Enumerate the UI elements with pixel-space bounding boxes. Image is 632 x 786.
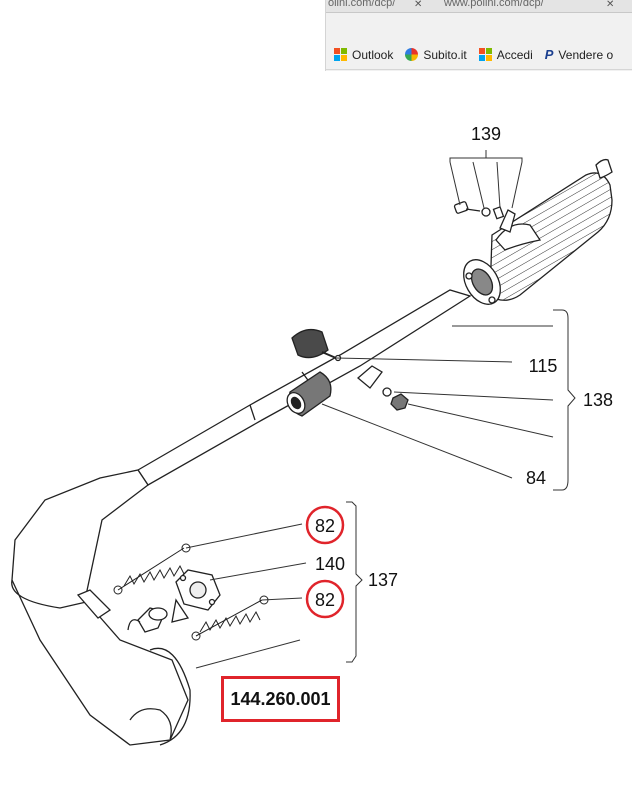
sleeve-bushing [286,371,332,417]
bracket-with-nut [356,365,409,411]
bookmark-label: Outlook [352,47,394,62]
callout-139: 139 [471,124,501,144]
tab-close-icon[interactable]: ✕ [414,0,423,10]
manifold-flange [171,569,221,623]
windows-logo-icon [334,48,347,61]
part-number-box: 144.260.001 [221,676,340,722]
callout-82-lower: 82 [315,590,335,610]
callout-140: 140 [315,554,345,574]
callout-82-upper: 82 [315,516,335,536]
callout-137: 137 [368,570,398,590]
clamp-bolt-set [453,201,505,220]
browser-window-fragment: olini.com/dcp/ ✕ www.polini.com/dcp/ ✕ O… [325,0,632,71]
bookmarks-bar: Outlook Subito.it Accedi P Vendere o [326,40,632,70]
bookmark-label: Accedi [496,47,533,62]
tab-title: olini.com/dcp/ [328,0,396,9]
highlight-circle [305,505,345,545]
bookmark-outlook[interactable]: Outlook [334,48,393,62]
windows-logo-icon [478,48,492,61]
paypal-logo-icon: P [544,47,554,62]
tab-bar: olini.com/dcp/ ✕ www.polini.com/dcp/ ✕ [326,0,632,13]
tab-close-icon[interactable]: ✕ [606,0,615,10]
tab-title: www.polini.com/dcp/ [444,0,544,9]
callout-115: 115 [529,356,558,376]
spring-upper [113,543,191,595]
callout-84: 84 [526,468,546,488]
bookmark-label: Subito.it [423,47,467,62]
expansion-chamber [11,469,191,746]
subito-logo-icon [405,48,419,61]
browser-tab[interactable]: www.polini.com/dcp/ [444,0,594,12]
part-number: 144.260.001 [230,688,331,709]
bookmark-subito[interactable]: Subito.it [405,47,467,62]
browser-tab[interactable]: olini.com/dcp/ [328,0,408,12]
leader-lines [185,150,576,669]
bookmark-accedi[interactable]: Accedi [478,47,533,62]
bookmark-label: Vendere o [558,47,614,62]
highlight-circle [305,579,345,619]
callout-138: 138 [583,390,613,410]
rubber-mount [291,328,342,362]
silencer [463,158,613,305]
bookmark-vendere[interactable]: P Vendere o [545,47,613,62]
